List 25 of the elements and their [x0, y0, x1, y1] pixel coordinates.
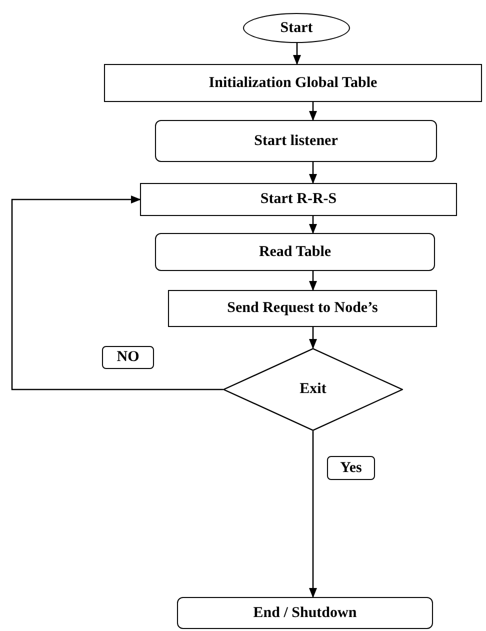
- process-box: [155, 120, 437, 162]
- process-box: [104, 64, 482, 102]
- node-label: Exit: [300, 380, 326, 399]
- process-box: [155, 233, 435, 271]
- arrow: [309, 271, 317, 291]
- edge-label: Yes: [327, 456, 375, 480]
- node-label: Send Request to Node’s: [227, 299, 378, 318]
- node-label: End / Shutdown: [253, 604, 357, 622]
- node-label: Initialization Global Table: [208, 74, 378, 92]
- arrow: [309, 431, 317, 598]
- arrow: [309, 162, 317, 184]
- arrow: [309, 216, 317, 234]
- edge-label: NO: [102, 346, 154, 369]
- decision-diamond: [223, 348, 403, 431]
- arrow: [309, 102, 317, 121]
- node-label: Start listener: [254, 132, 338, 150]
- arrow: [309, 327, 317, 349]
- arrow: [293, 43, 301, 65]
- arrow: [11, 196, 223, 390]
- node-label: Start R-R-S: [260, 190, 337, 209]
- node-label: Start: [280, 18, 313, 38]
- process-box: [140, 183, 457, 216]
- node-label: Read Table: [258, 242, 332, 262]
- end-terminal: [177, 597, 433, 629]
- process-box: [168, 290, 437, 327]
